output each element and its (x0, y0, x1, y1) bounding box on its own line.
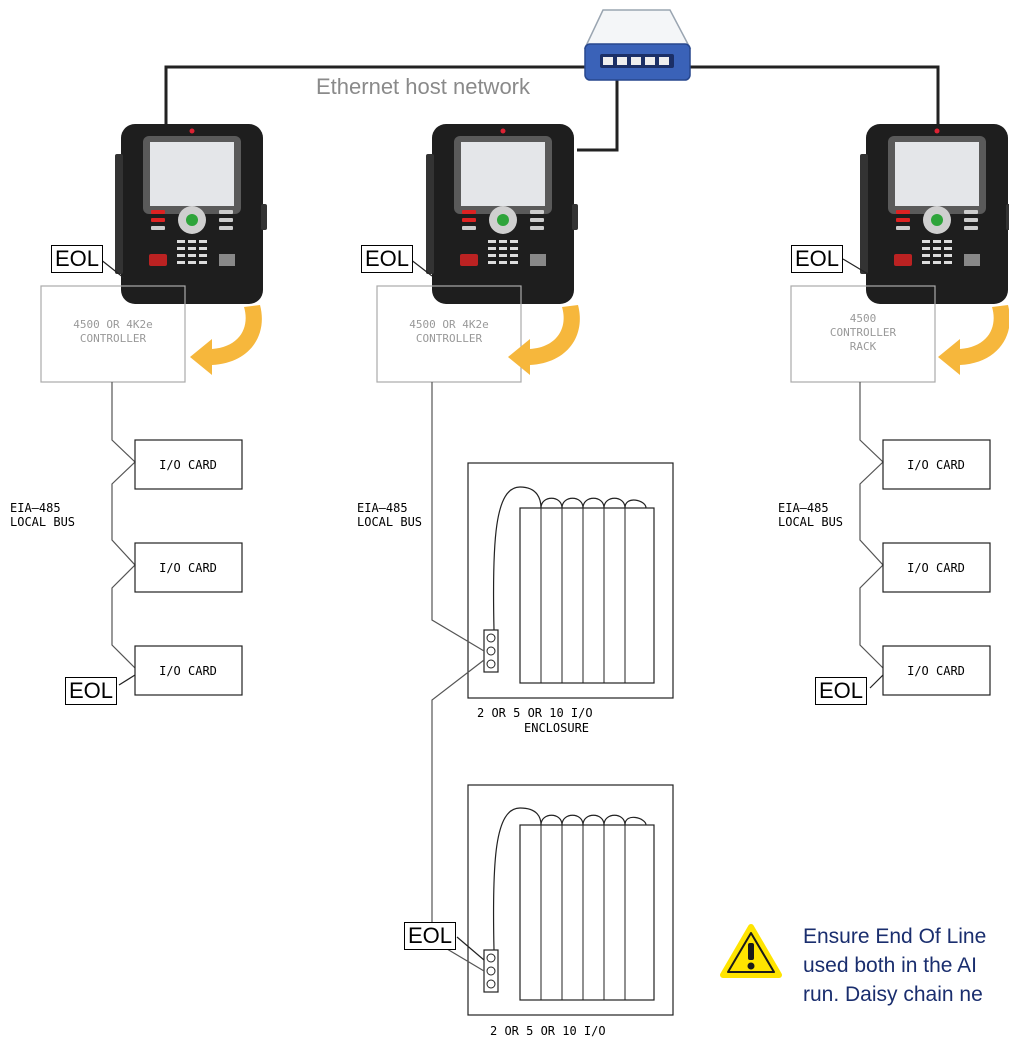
local-bus-wire (111, 382, 136, 669)
column-left: 4500 OR 4K2e CONTROLLER I/O CARD I/O CAR… (10, 124, 267, 696)
eol-label: EOL (791, 245, 844, 273)
io-card-label: I/O CARD (907, 664, 965, 678)
controller-label-line3: RACK (850, 340, 877, 353)
controller-device-icon (115, 124, 267, 304)
ethernet-cabling (164, 65, 940, 152)
column-center: 4500 OR 4K2e CONTROLLER EIA–485 LOCAL BU… (357, 124, 674, 1038)
controller-label-line2: CONTROLLER (80, 332, 147, 345)
io-enclosure-bottom (467, 784, 674, 1016)
controller-label-line1: 4500 OR 4K2e (409, 318, 488, 331)
eol-label: EOL (404, 922, 457, 950)
controller-box (40, 285, 186, 383)
io-card-label: I/O CARD (159, 561, 217, 575)
bus-label-line1: EIA–485 (357, 501, 408, 515)
controller-label-line2: CONTROLLER (830, 326, 897, 339)
controller-box (790, 285, 936, 383)
warning-text: Ensure End Of Line used both in the AI r… (803, 922, 986, 1009)
enclosure-label-line2: ENCLOSURE (524, 721, 589, 735)
io-card-label: I/O CARD (907, 561, 965, 575)
curved-arrow-icon (190, 305, 262, 375)
warning-line: Ensure End Of Line (803, 925, 987, 948)
io-card (134, 542, 243, 593)
bus-label-line1: EIA–485 (778, 501, 829, 515)
bus-label-line2: LOCAL BUS (357, 515, 422, 529)
eol-label: EOL (815, 677, 868, 705)
io-card-label: I/O CARD (907, 458, 965, 472)
io-card-label: I/O CARD (159, 664, 217, 678)
controller-label-line2: CONTROLLER (416, 332, 483, 345)
enclosure-label-line1: 2 OR 5 OR 10 I/O (477, 706, 593, 720)
warning-icon (720, 924, 782, 978)
io-card (134, 645, 243, 696)
warning-line: used both in the AI (803, 954, 977, 977)
curved-arrow-icon (938, 305, 1009, 375)
controller-box (376, 285, 522, 383)
bus-label-line2: LOCAL BUS (10, 515, 75, 529)
io-card (882, 542, 991, 593)
warning-line: run. Daisy chain ne (803, 983, 983, 1006)
ethernet-switch-icon (583, 9, 692, 81)
ethernet-network-label: Ethernet host network (316, 74, 531, 99)
io-card (882, 645, 991, 696)
io-enclosure-top (467, 462, 674, 699)
eol-label: EOL (361, 245, 414, 273)
eol-label: EOL (51, 245, 104, 273)
bus-label-line2: LOCAL BUS (778, 515, 843, 529)
enclosure-label-line1: 2 OR 5 OR 10 I/O (490, 1024, 606, 1038)
eol-label: EOL (65, 677, 118, 705)
local-bus-wire (431, 659, 485, 972)
io-card-label: I/O CARD (159, 458, 217, 472)
column-right: 4500 CONTROLLER RACK I/O CARD I/O CARD I… (778, 124, 1009, 696)
bus-label-line1: EIA–485 (10, 501, 61, 515)
local-bus-wire (431, 382, 485, 652)
controller-device-icon (860, 124, 1009, 304)
io-card (134, 439, 243, 490)
curved-arrow-icon (508, 305, 580, 375)
controller-label-line1: 4500 (850, 312, 877, 325)
local-bus-wire (859, 382, 884, 669)
controller-label-line1: 4500 OR 4K2e (73, 318, 152, 331)
controller-device-icon (426, 124, 578, 304)
io-card (882, 439, 991, 490)
